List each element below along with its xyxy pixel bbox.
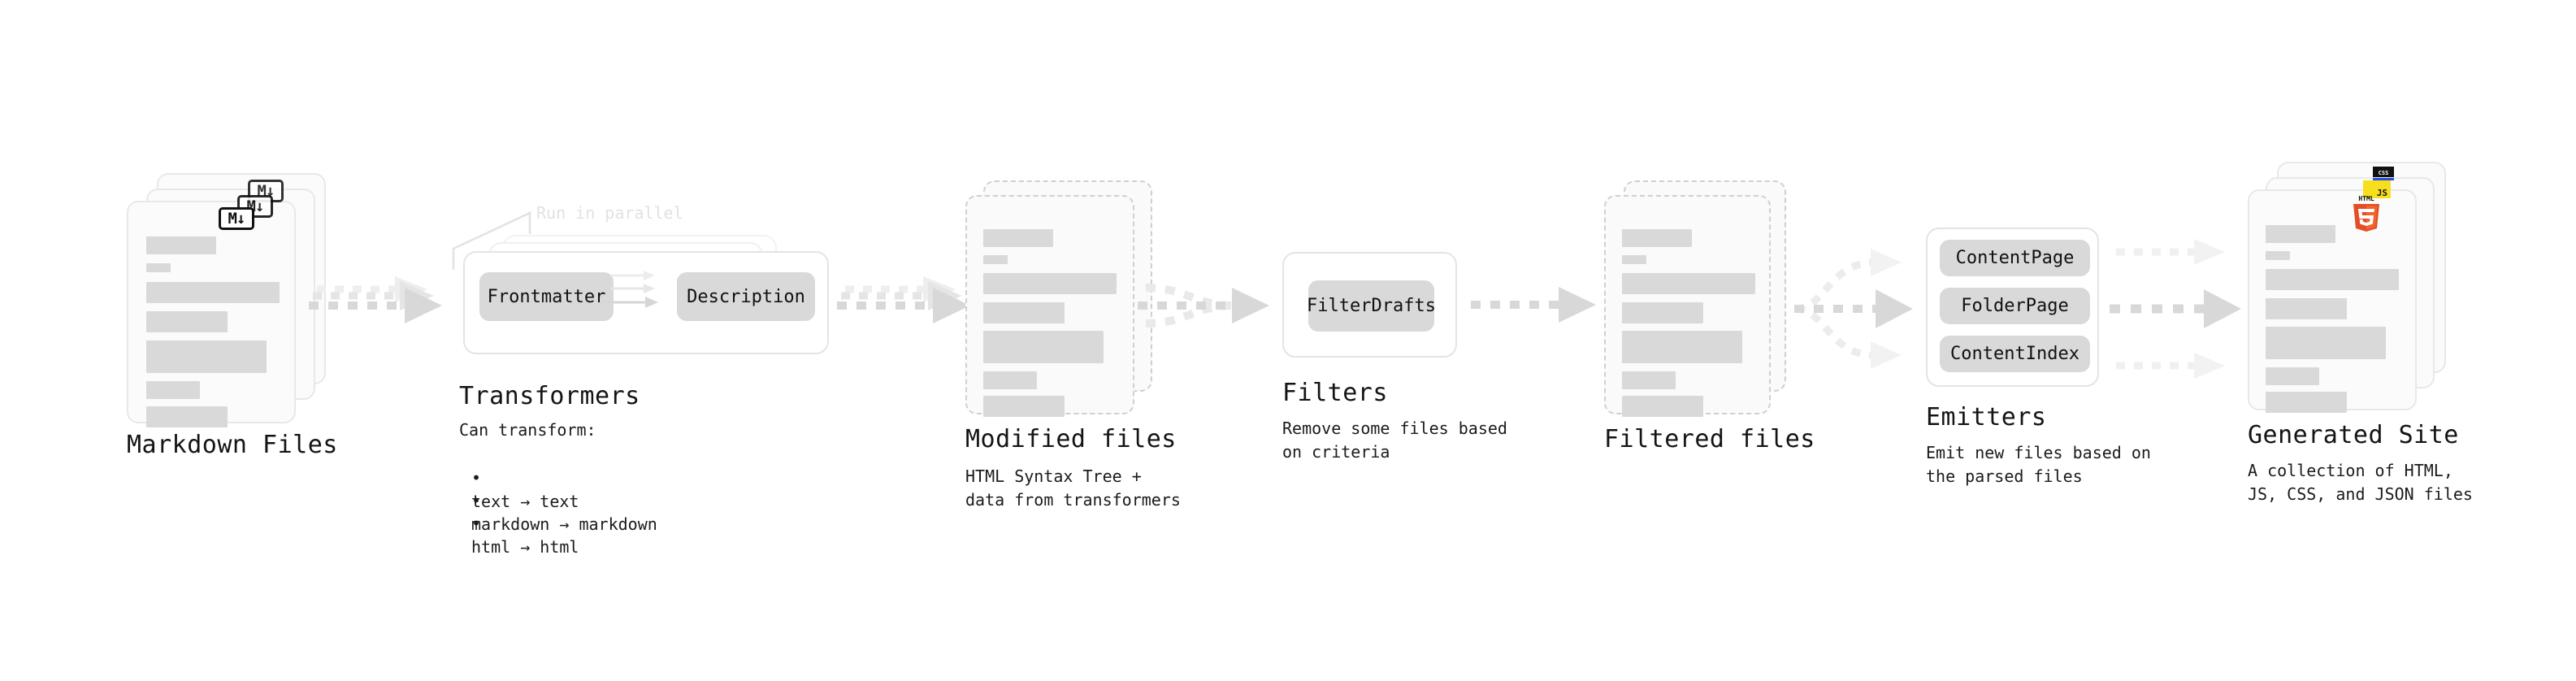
emitter-chip-contentindex[interactable]: ContentIndex [1940,336,2090,372]
markdown-file-card-front [127,201,296,427]
transformer-chip-frontmatter[interactable]: Frontmatter [479,272,614,321]
svg-text:CSS: CSS [2379,170,2389,176]
stage-title-filtered-files: Filtered files [1604,425,1815,453]
stage-title-markdown-files: Markdown Files [127,431,338,459]
arrow-filtered-to-emitters [1794,249,1913,369]
transformers-bullet-2: • html → html [471,488,579,559]
filters-panel: FilterDrafts [1282,252,1457,358]
skeleton-bar [1622,302,1703,323]
arrow-transformers-to-modified [837,276,970,323]
generated-site-subtitle: A collection of HTML, JS, CSS, and JSON … [2248,461,2473,504]
run-in-parallel-bracket [452,211,531,270]
javascript-icon: JS [2363,180,2391,198]
skeleton-bar [146,311,228,332]
arrow-emitters-to-site [2110,239,2241,379]
skeleton-bar [146,282,280,303]
html5-icon: HTML [2353,195,2379,232]
bullet-glyph: • [471,514,482,533]
stage-title-transformers: Transformers [459,382,640,410]
filters-subtitle: Remove some files based on criteria [1282,419,1507,462]
emitters-panel: ContentPage FolderPage ContentIndex [1926,228,2099,387]
transformers-bullet-0: • text → text [471,443,579,514]
skeleton-bar [2266,392,2347,413]
skeleton-bar [983,255,1008,264]
skeleton-bar [2266,269,2399,290]
skeleton-bar [983,396,1065,417]
emitter-chip-folderpage[interactable]: FolderPage [1940,288,2090,324]
bullet-glyph: • [471,468,482,488]
skeleton-bar [983,273,1117,294]
skeleton-bar [2266,251,2290,260]
skeleton-bar [146,236,216,254]
filter-chip-filterdrafts[interactable]: FilterDrafts [1307,280,1436,332]
transformers-bullet-1: • markdown → markdown [471,466,657,536]
bullet-text: markdown → markdown [471,514,657,534]
skeleton-bar [983,229,1053,247]
transformer-chip-description[interactable]: Description [677,272,815,321]
skeleton-bar [1622,229,1692,247]
markdown-icon-front: M↓ [219,207,254,230]
skeleton-bar [1622,396,1703,417]
bullet-glyph: • [471,491,482,510]
skeleton-bar [983,331,1104,363]
run-in-parallel-label: Run in parallel [536,203,683,223]
emitter-chip-contentpage[interactable]: ContentPage [1940,240,2090,276]
skeleton-bar [1622,273,1755,294]
stage-title-emitters: Emitters [1926,403,2047,432]
stage-title-filters: Filters [1282,379,1388,407]
skeleton-bar [983,302,1065,323]
markdown-icon-mid: M↓ [237,195,273,218]
arrow-markdown-to-transformers [309,276,442,323]
emitters-subtitle: Emit new files based on the parsed files [1926,443,2151,486]
css3-icon: CSS [2373,167,2394,180]
stage-title-modified-files: Modified files [965,425,1177,453]
filtered-file-card-front [1604,195,1771,417]
transformer-inner-arrows [600,271,658,308]
skeleton-bar [146,340,267,373]
svg-text:JS: JS [2377,188,2387,198]
svg-text:HTML: HTML [2358,195,2374,202]
bullet-text: html → html [471,537,579,557]
skeleton-bar [2266,367,2319,385]
arrow-modified-to-filters [1138,284,1269,327]
skeleton-bar [1622,371,1676,389]
skeleton-bar [983,371,1037,389]
stage-title-generated-site: Generated Site [2248,421,2459,449]
skeleton-bar [1622,255,1646,264]
skeleton-bar [2266,225,2335,243]
transformers-subtitle: Can transform: [459,420,596,440]
skeleton-bar [2266,327,2386,359]
skeleton-bar [146,406,228,427]
skeleton-bar [146,263,171,272]
skeleton-bar [146,381,200,399]
generated-site-card-front [2248,189,2417,413]
arrow-filters-to-filtered [1471,287,1596,323]
modified-files-subtitle: HTML Syntax Tree + data from transformer… [965,466,1181,510]
modified-file-card-front [965,195,1134,417]
skeleton-bar [2266,298,2347,319]
skeleton-bar [1622,331,1742,363]
bullet-text: text → text [471,492,579,511]
